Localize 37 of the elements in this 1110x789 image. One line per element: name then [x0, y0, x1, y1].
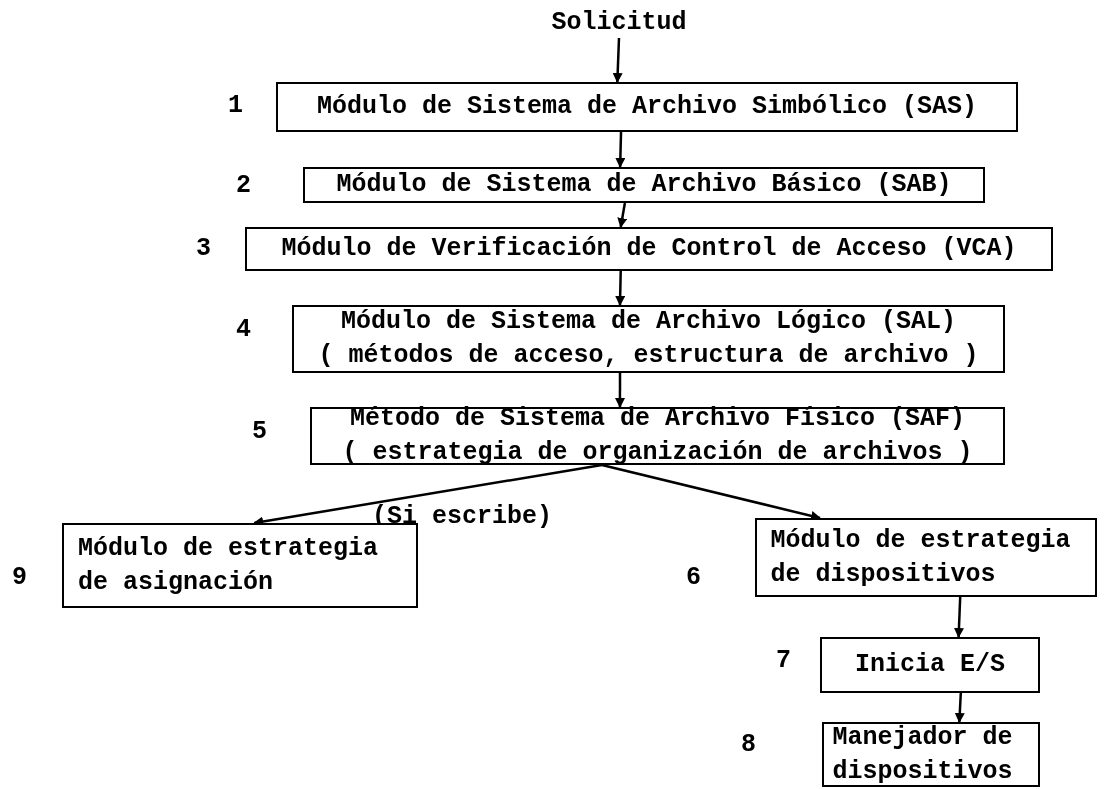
box-text: Módulo de Sistema de Archivo Lógico (SAL) — [340, 306, 957, 338]
process-box — [276, 82, 1018, 132]
process-box — [820, 637, 1040, 693]
box-text: Solicitud — [551, 7, 687, 39]
process-box — [755, 518, 1097, 597]
arrow — [612, 37, 623, 83]
process-box — [822, 722, 1040, 787]
step-number: 1 — [228, 92, 243, 120]
box-text: Módulo de Sistema de Archivo Básico (SAB) — [336, 169, 952, 201]
box-text: Módulo de estrategia de dispositivos — [770, 524, 1072, 591]
box-text: ( estrategia de organización de archivos ) — [342, 437, 973, 469]
arrow — [601, 463, 821, 521]
box-text: Módulo de Sistema de Archivo Simbólico (SAS) — [316, 91, 978, 123]
box-text: Inicia E/S — [855, 649, 1005, 681]
step-number: 4 — [236, 316, 251, 344]
process-box — [62, 523, 418, 608]
arrow — [615, 270, 626, 306]
arrow — [954, 692, 965, 723]
step-number: 3 — [196, 235, 211, 263]
box-text: Módulo de Verificación de Control de Acceso (VCA) — [281, 233, 1017, 265]
step-number: 9 — [12, 564, 27, 592]
step-number: 7 — [776, 647, 791, 675]
box-text: Manejador de dispositivos — [832, 721, 1014, 788]
process-box — [310, 407, 1005, 465]
arrow — [617, 202, 628, 228]
arrow — [953, 596, 964, 638]
box-text: Módulo de estrategia de asignación — [78, 532, 380, 599]
process-box — [245, 227, 1053, 271]
box-text: ( métodos de acceso, estructura de archivo ) — [318, 340, 979, 372]
step-number: 6 — [686, 564, 701, 592]
step-number: 2 — [236, 172, 251, 200]
arrow — [614, 373, 625, 408]
step-number: 8 — [741, 731, 756, 759]
arrow — [615, 131, 626, 168]
process-box — [292, 305, 1005, 373]
process-box — [303, 167, 985, 203]
step-number: 5 — [252, 418, 267, 446]
